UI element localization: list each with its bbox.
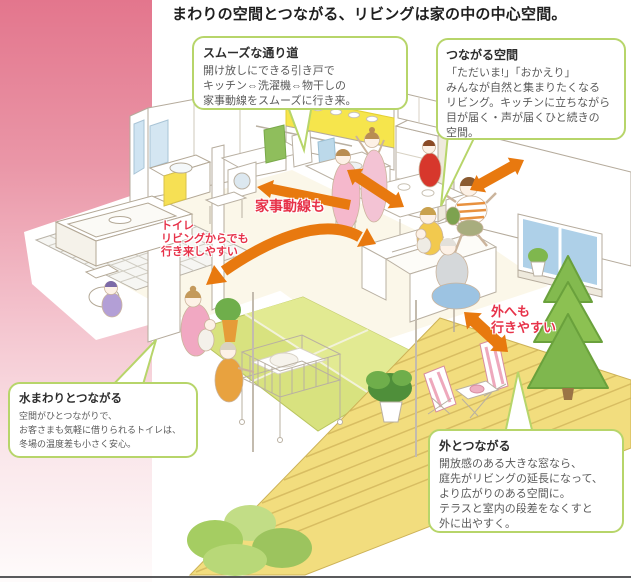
- arrow-living-hall: [470, 157, 524, 193]
- plants: [187, 248, 609, 576]
- arrow-toilet-living-curve: [220, 223, 363, 276]
- callout-body: 空間がひとつながりで、 お客さまも気軽に借りられるトイレは、 冬場の温度差も小さ…: [19, 411, 182, 449]
- callout-heading: つながる空間: [446, 48, 519, 62]
- arrow-kitchen-laundry: [257, 180, 351, 210]
- callout-connected-space: つながる空間 「ただいま!」「おかえり」 みんなが自然と集まりたくなる リビング…: [436, 38, 626, 140]
- callout-outdoor: 外とつながる 開放感のある大きな窓なら、 庭先がリビングの延長になって、 より広…: [428, 429, 624, 533]
- callout-tails: [109, 103, 534, 435]
- arrow-dining-living: [347, 168, 404, 209]
- arrow-living-terrace: [464, 312, 508, 352]
- flow-label-housework: 家事動線も: [255, 198, 325, 214]
- washbasin: [148, 119, 212, 207]
- callout-smooth-passage: スムーズな通り道 開け放しにできる引き戸で キッチン⇔洗濯機⇔物干しの 家事動線…: [192, 36, 408, 110]
- callout-heading: 水まわりとつながる: [19, 393, 123, 405]
- page-title: まわりの空間とつながる、リビングは家の中の中心空間。: [172, 6, 567, 23]
- callout-body: 開け放しにできる引き戸で キッチン⇔洗濯機⇔物干しの 家事動線をスムーズに行き来…: [203, 65, 357, 107]
- laundry-area: [204, 124, 353, 224]
- callout-heading: スムーズな通り道: [203, 46, 299, 60]
- callout-heading: 外とつながる: [439, 439, 511, 453]
- bathtub: [54, 195, 194, 267]
- people: [101, 127, 497, 403]
- flow-arrows: [206, 157, 524, 352]
- flow-label-outdoor: 外へも 行きやすい: [491, 304, 557, 336]
- callout-body: 「ただいま!」「おかえり」 みんなが自然と集まりたくなる リビング。キッチンに立…: [446, 67, 611, 139]
- callout-body: 開放感のある大きな窓なら、 庭先がリビングの延長になって、 より広がりのある空間…: [439, 458, 603, 530]
- flow-label-toilet: トイレ リビングからでも 行き来しやすい: [161, 220, 249, 258]
- footer-divider: [0, 576, 631, 578]
- callout-water-area: 水まわりとつながる 空間がひとつながりで、 お客さまも気軽に借りられるトイレは、…: [8, 382, 198, 458]
